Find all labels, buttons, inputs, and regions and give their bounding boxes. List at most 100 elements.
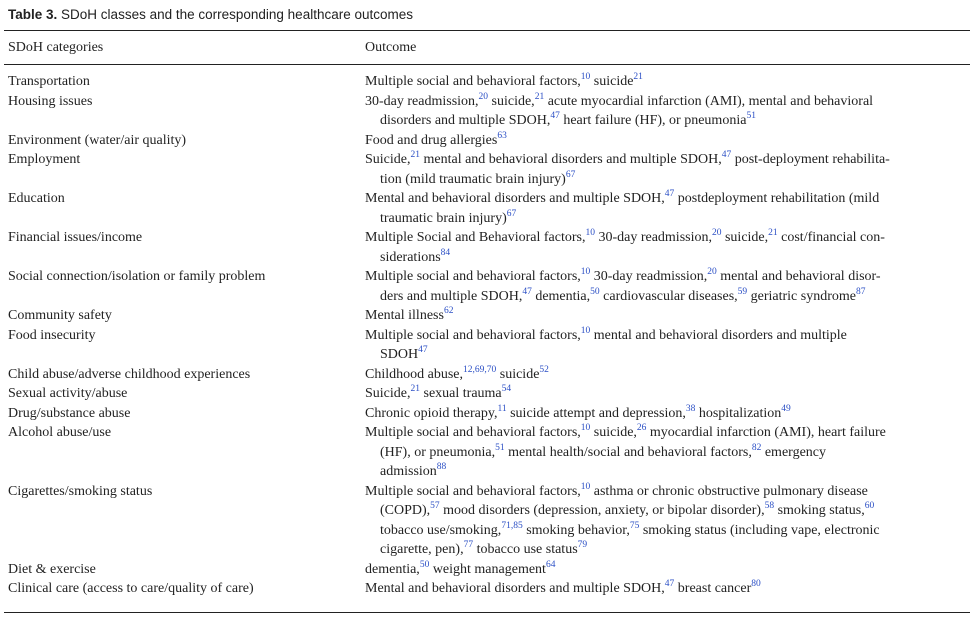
reference-link[interactable]: 11 [497,403,507,414]
reference-link[interactable]: 88 [436,462,447,472]
reference-link[interactable]: 10 [580,423,591,433]
outcome-line: Multiple social and behavioral factors,1… [365,481,868,499]
reference-link[interactable]: 47 [721,150,732,160]
row-outcome: Multiple social and behavioral factors,1… [365,326,965,365]
reference-link[interactable]: 60 [864,501,875,511]
outcome-text: acute myocardial infarction (AMI), menta… [544,93,874,109]
reference-link[interactable]: 58 [764,501,775,511]
reference-link[interactable]: 79 [577,540,588,550]
outcome-text: admission [380,464,437,479]
outcome-line: Mental and behavioral disorders and mult… [365,579,761,596]
reference-link[interactable]: 10 [580,325,591,336]
reference-link[interactable]: 51 [495,442,505,453]
reference-link[interactable]: 51 [746,111,756,121]
reference-link[interactable]: 21 [534,91,545,102]
reference-link[interactable]: 10 [585,228,595,238]
reference-link[interactable]: 20 [711,228,722,238]
outcome-line: siderations84 [365,248,965,268]
outcome-text: Multiple social and behavioral factors, [365,74,581,89]
row-category: Alcohol abuse/use [8,425,112,440]
row-category: Cigarettes/smoking status [8,483,153,499]
reference-link[interactable]: 20 [478,91,489,102]
reference-link[interactable]: 67 [506,208,517,219]
reference-link[interactable]: 75 [629,520,640,531]
outcome-text: suicide, [590,425,637,440]
reference-link[interactable]: 38 [685,403,696,414]
outcome-line: Multiple social and behavioral factors,1… [365,267,881,284]
table-row: Environment (water/air quality)Food and … [0,131,976,151]
row-outcome: Food and drug allergies63 [365,131,965,151]
row-outcome: Suicide,21 sexual trauma54 [365,384,965,404]
row-category: Employment [8,152,81,167]
outcome-text: cigarette, pen), [380,542,464,557]
reference-link[interactable]: 20 [707,267,717,277]
reference-link[interactable]: 47 [550,111,560,121]
reference-link[interactable]: 21 [633,72,643,82]
row-outcome: Childhood abuse,12,69,70 suicide52 [365,365,965,385]
reference-link[interactable]: 21 [410,150,421,160]
row-category: Transportation [8,74,90,89]
reference-link[interactable]: 71,85 [501,520,523,531]
reference-link[interactable]: 84 [440,247,451,258]
reference-link[interactable]: 47 [522,286,532,297]
reference-link[interactable]: 82 [751,442,762,453]
outcome-text: suicide [590,74,634,89]
row-category: Food insecurity [8,327,96,343]
reference-link[interactable]: 50 [590,286,600,297]
reference-link[interactable]: 12,69,70 [463,364,497,375]
outcome-text: asthma or chronic obstructive pulmonary … [590,483,868,499]
column-header-categories: SDoH categories [8,40,104,55]
reference-link[interactable]: 50 [419,559,430,570]
outcome-text: 30-day readmission, [590,269,708,284]
outcome-text: mental health/social and behavioral fact… [504,444,752,460]
outcome-line: Chronic opioid therapy,11 suicide attemp… [365,403,791,421]
outcome-text: weight management [429,561,546,577]
outcome-line: dementia,50 weight management64 [365,559,556,577]
outcome-text: Suicide, [365,152,411,167]
reference-link[interactable]: 10 [580,72,591,82]
table-caption: Table 3. SDoH classes and the correspond… [8,7,413,22]
reference-link[interactable]: 77 [463,540,474,550]
outcome-line: SDOH47 [365,345,965,365]
reference-link[interactable]: 47 [418,345,428,355]
row-outcome: Mental and behavioral disorders and mult… [365,579,965,599]
outcome-text: suicide attempt and depression, [506,405,686,421]
outcome-text: Multiple social and behavioral factors, [365,269,581,284]
row-outcome: Suicide,21 mental and behavioral disorde… [365,150,965,189]
reference-link[interactable]: 26 [636,423,647,433]
reference-link[interactable]: 87 [856,286,866,297]
reference-link[interactable]: 57 [430,501,440,511]
outcome-text: myocardial infarction (AMI), heart failu… [646,425,886,440]
outcome-text: SDOH [380,347,419,362]
reference-link[interactable]: 21 [768,228,778,238]
outcome-text: 30-day readmission, [365,93,479,109]
reference-link[interactable]: 47 [664,189,675,199]
row-category: Community safety [8,308,112,323]
reference-link[interactable]: 52 [539,364,549,375]
reference-link[interactable]: 80 [751,579,761,589]
reference-link[interactable]: 64 [545,559,556,570]
reference-link[interactable]: 47 [664,579,675,589]
reference-link[interactable]: 59 [737,286,748,297]
reference-link[interactable]: 63 [497,130,507,141]
outcome-text: suicide, [488,93,535,109]
outcome-line: Multiple Social and Behavioral factors,1… [365,228,885,245]
outcome-line: Multiple social and behavioral factors,1… [365,325,847,343]
reference-link[interactable]: 21 [410,384,421,394]
reference-link[interactable]: 10 [580,267,591,277]
outcome-line: tobacco use/smoking,71,85 smoking behavi… [365,521,965,541]
outcome-text: siderations [380,249,441,265]
row-outcome: Multiple social and behavioral factors,1… [365,423,965,482]
reference-link[interactable]: 54 [501,384,512,394]
reference-link[interactable]: 67 [565,169,576,180]
reference-link[interactable]: 10 [580,481,591,492]
outcome-text: postdeployment rehabilitation (mild [674,191,880,206]
reference-link[interactable]: 62 [443,306,454,316]
reference-link[interactable]: 49 [781,403,791,414]
table-row: Cigarettes/smoking status Multiple social… [0,482,976,560]
row-category: Sexual activity/abuse [8,386,128,401]
outcome-text: Mental and behavioral disorders and mult… [365,191,665,206]
table-label: Table 3. [8,7,58,22]
